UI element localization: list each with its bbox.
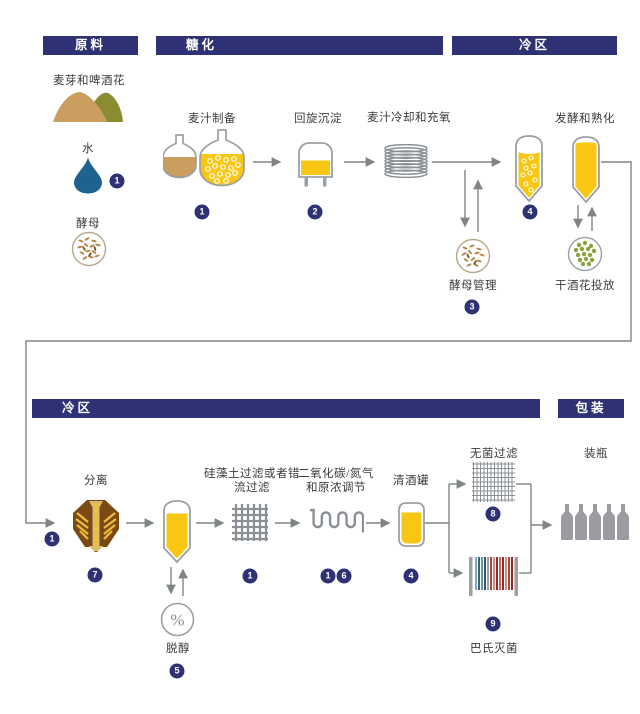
badge-water: 1	[109, 173, 125, 189]
badge-dealcoholization: 5	[169, 663, 185, 679]
label-water: 水	[82, 143, 94, 155]
banner-packaging: 包装	[558, 399, 624, 418]
label-pasteurization: 巴氏灭菌	[470, 643, 518, 655]
label-de-filtration-line2: 流过滤	[234, 481, 270, 494]
yeast-circle-icon	[71, 231, 107, 267]
whirlpool-vessel-icon	[298, 142, 333, 187]
malt-hops-mounds-icon	[53, 92, 123, 122]
label-malt-and-hops: 麦芽和啤酒花	[53, 75, 125, 87]
sterile-filter-mesh-icon	[472, 462, 515, 502]
banner-cold-zone-top: 冷区	[452, 36, 617, 55]
label-wort-preparation: 麦汁制备	[188, 113, 236, 125]
label-yeast-management: 酵母管理	[449, 280, 497, 292]
percent-symbol: %	[170, 611, 184, 630]
separator-centrifuge-icon	[73, 500, 119, 552]
label-wort-cooling: 麦汁冷却和充氧	[367, 112, 451, 124]
badge-pasteurization: 9	[485, 616, 501, 632]
label-de-filtration-line1: 硅藻土过滤或者错	[204, 468, 300, 480]
label-dry-hopping: 干酒花投放	[555, 280, 615, 292]
badge-fermenter: 4	[522, 204, 538, 220]
label-co2-adjustment: 二氧化碳/氮气 和原浓调节	[298, 468, 374, 495]
badge-loop-return: 1	[44, 531, 60, 547]
fermenter-tank-icon	[515, 135, 543, 203]
badge-co2-a: 1	[320, 568, 336, 584]
carbonation-serpentine-icon	[309, 508, 364, 533]
wort-cooler-coil-icon	[384, 144, 428, 178]
water-drop-icon	[74, 157, 102, 194]
badge-wort-preparation: 1	[194, 204, 210, 220]
pasteurizer-icon	[469, 557, 518, 596]
buffer-tank-icon	[163, 500, 191, 564]
banner-mashing: 糖化	[156, 36, 443, 55]
label-separation: 分离	[84, 475, 108, 487]
yeast-management-circle-icon	[455, 238, 491, 274]
label-sterile-filtration: 无菌过滤	[470, 448, 518, 460]
de-filter-mesh-icon	[232, 504, 268, 541]
label-whirlpool: 回旋沉淀	[294, 113, 342, 125]
badge-yeast-management: 3	[464, 299, 480, 315]
banner-raw-materials: 原料	[43, 36, 138, 55]
beer-bottles-icon	[561, 504, 629, 540]
label-co2-line2: 和原浓调节	[305, 481, 366, 494]
badge-sterile-filtration: 8	[485, 506, 501, 522]
label-fermentation: 发酵和熟化	[555, 113, 615, 125]
label-bright-beer-tank: 清酒罐	[393, 475, 429, 487]
maturation-tank-icon	[572, 136, 600, 204]
badge-de-filtration: 1	[242, 568, 258, 584]
label-bottling: 装瓶	[584, 448, 608, 460]
label-de-filtration: 硅藻土过滤或者错 流过滤	[204, 468, 300, 495]
bright-beer-tank-icon	[398, 502, 425, 547]
label-yeast: 酵母	[76, 218, 100, 230]
dry-hops-circle-icon	[567, 236, 603, 272]
badge-co2-b: 6	[336, 568, 352, 584]
label-dealcoholization: 脱醇	[166, 643, 190, 655]
badge-whirlpool: 2	[307, 204, 323, 220]
label-co2-line1: 二氧化碳/氮气	[298, 468, 374, 480]
banner-cold-zone-bottom: 冷区	[32, 399, 540, 418]
badge-separation: 7	[87, 567, 103, 583]
wort-preparation-flasks-icon	[163, 129, 245, 187]
dealcoholization-percent-icon: %	[160, 602, 195, 637]
badge-bright-beer-tank: 4	[403, 568, 419, 584]
